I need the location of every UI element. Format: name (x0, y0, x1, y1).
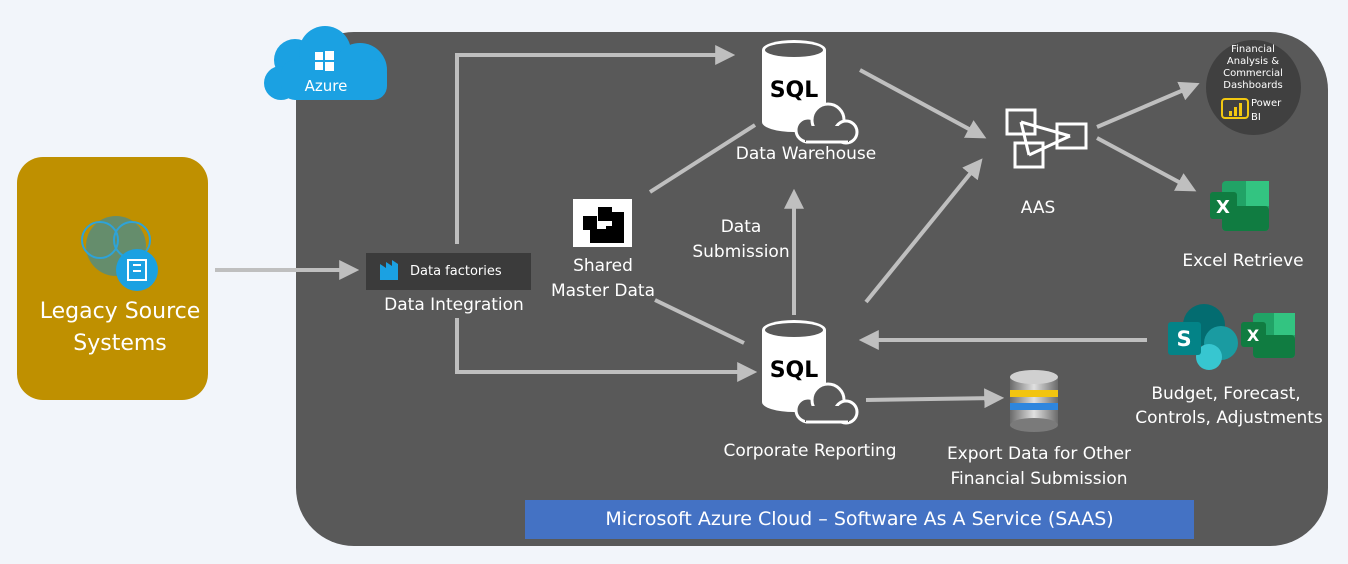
power-bi-name: Power BI (1251, 97, 1281, 125)
data-warehouse-sql-label: SQL (770, 78, 819, 103)
power-bi-icon (1221, 98, 1249, 119)
export-line1: Export Data for Other (947, 444, 1131, 464)
budget-line1: Budget, Forecast, (1151, 384, 1300, 404)
arrow-reporting-to-aas (864, 158, 983, 304)
export-line2: Financial Submission (950, 469, 1127, 489)
arrow-aas-to-powerbi (1096, 81, 1200, 129)
arrow-factory-to-warehouse (455, 45, 736, 244)
excel-small-icon: X (1241, 313, 1295, 358)
azure-cloud-icon: Azure (264, 26, 387, 100)
line-master-to-reporting (654, 298, 745, 345)
shared-master-line2: Master Data (551, 281, 655, 301)
legacy-source-box (17, 157, 208, 400)
pbi-title-line1: Financial (1231, 44, 1275, 55)
connectors (215, 45, 1200, 409)
legacy-source-label: Legacy Source Systems (17, 296, 223, 360)
pbi-name-line1: Power (1251, 98, 1282, 109)
power-bi-title: Financial Analysis & Commercial Dashboar… (1212, 44, 1294, 92)
shared-master-line1: Shared (573, 256, 633, 276)
sharepoint-icon-letter: S (1176, 327, 1191, 351)
factory-icon (380, 260, 398, 280)
corporate-reporting-sql-label: SQL (770, 358, 819, 383)
legacy-label-line1: Legacy Source (39, 299, 201, 324)
excel-icon-letter: X (1216, 197, 1230, 218)
data-factories-label: Data factories (410, 264, 502, 279)
pbi-title-line2: Analysis & (1226, 56, 1280, 67)
arrow-aas-to-excel (1096, 136, 1197, 192)
excel-retrieve-caption: Excel Retrieve (1182, 251, 1303, 271)
pbi-name-line2: BI (1251, 112, 1261, 123)
pbi-title-line3: Commercial (1223, 68, 1283, 79)
legacy-systems-icon (81, 216, 158, 291)
arrow-warehouse-to-aas (859, 68, 987, 139)
data-submission-line1: Data (721, 217, 762, 237)
aas-caption: AAS (1021, 198, 1056, 218)
export-database-icon (1010, 370, 1058, 432)
excel-icon: X (1210, 181, 1269, 231)
power-bi-circle (1206, 40, 1301, 135)
data-warehouse-caption: Data Warehouse (736, 144, 876, 164)
cloud-icon (794, 102, 859, 145)
master-data-cubes-icon (573, 199, 632, 247)
line-master-to-warehouse (648, 123, 757, 194)
azure-label: Azure (305, 77, 348, 95)
pbi-title-line4: Dashboards (1223, 80, 1283, 91)
aas-icon (1005, 108, 1088, 169)
budget-line2: Controls, Adjustments (1135, 408, 1323, 428)
data-submission-line2: Submission (692, 242, 789, 262)
corporate-reporting-caption: Corporate Reporting (723, 441, 896, 461)
arrow-reporting-to-export (865, 388, 1005, 409)
windows-logo-icon (315, 51, 334, 71)
data-warehouse-db-icon: SQL (762, 40, 859, 145)
corporate-reporting-db-icon: SQL (762, 320, 859, 425)
excel-small-icon-letter: X (1247, 326, 1260, 345)
sharepoint-icon: S (1168, 304, 1238, 370)
cloud-icon (794, 382, 859, 425)
legacy-label-line2: Systems (73, 331, 167, 356)
data-integration-caption: Data Integration (384, 295, 524, 315)
saas-banner: Microsoft Azure Cloud – Software As A Se… (525, 500, 1194, 539)
arrow-factory-to-reporting (455, 318, 758, 382)
